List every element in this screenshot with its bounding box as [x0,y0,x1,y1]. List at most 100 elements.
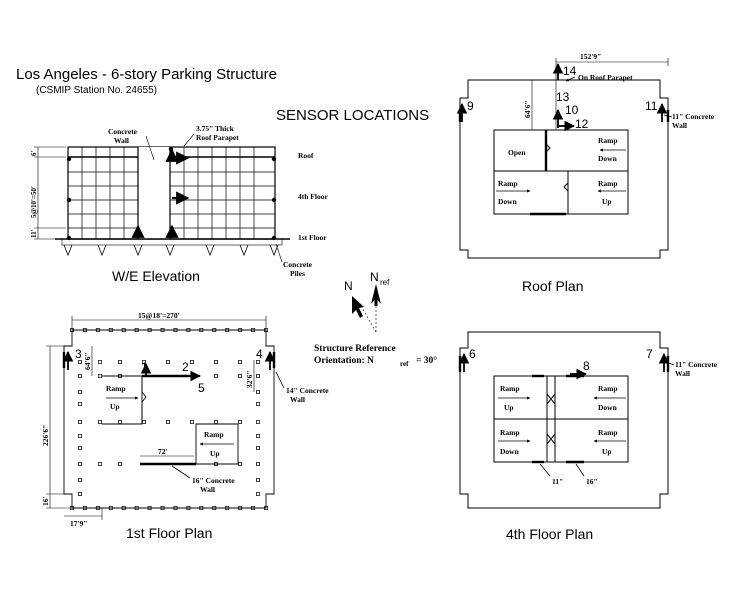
orientation-sub: ref [400,360,409,368]
column-marker [214,462,218,466]
fourth-dim-11: 11" [552,477,563,486]
roof-dim-width: 152'9" [580,52,601,61]
roof-box-open: Open [508,148,526,157]
roof-plan-outline [459,58,669,259]
first-sensor-5: 5 [198,381,205,395]
roof-box-ramp-1: Ramp [598,136,618,145]
elevation-dim-bottom: 11' [30,229,38,238]
fourth-box-down-3: Down [500,447,520,456]
column-marker [78,478,82,482]
column-marker [70,506,74,510]
column-marker [214,420,218,424]
first-floor-sensor-numbers: 3 4 1 2 5 [75,347,263,395]
first-wall16-1: 16" Concrete [192,476,235,485]
orientation-line-1: Structure Reference [314,344,396,354]
column-marker [238,328,243,332]
elevation-leaders [34,133,283,263]
elevation-sensor-arrows [131,148,190,238]
first-ramp-2: Ramp [204,430,224,439]
column-marker [238,360,242,364]
fourth-wall-note-1: 11" Concrete [675,360,718,369]
page-title: Los Angeles - 6-story Parking Structure [16,66,277,83]
column-marker [264,328,268,332]
orientation-value: = 30° [416,355,437,366]
elevation-level-1st: 1st Floor [298,233,327,242]
roof-box-ramp-3: Ramp [598,179,618,188]
roof-box-down-2: Down [498,197,518,206]
column-marker [173,328,178,332]
fourth-box-up-1: Up [504,403,514,412]
column-marker [98,462,102,466]
nref-label: N [370,270,379,284]
first-wall16-2: Wall [200,485,215,494]
elevation-caption: W/E Elevation [112,268,200,284]
first-dim-326: 32'6" [245,371,254,389]
fourth-floor-caption: 4th Floor Plan [506,526,593,542]
fourth-floor-labels: 11" Concrete Wall Ramp Up Ramp Down Ramp… [500,360,718,486]
first-sensor-3: 3 [75,347,82,361]
north-arrow-group [352,284,381,333]
fourth-sensor-8: 8 [583,359,590,373]
column-marker [256,492,260,496]
column-marker [186,506,191,510]
column-marker [238,420,242,424]
column-marker [190,420,194,424]
column-marker [256,462,260,466]
column-marker [147,506,152,510]
elevation-level-4th: 4th Floor [298,192,328,201]
column-marker [251,328,256,332]
first-floor-caption: 1st Floor Plan [126,525,212,541]
column-marker [214,374,218,378]
first-dim-72: 72' [158,447,168,456]
fourth-box-up-4: Up [602,447,612,456]
first-floor-columns [70,328,268,510]
first-sensor-1: 1 [141,360,148,374]
column-marker [78,374,82,378]
roof-parapet-note: On Roof Parapet [578,73,633,82]
fourth-floor-ramp-arrows [498,361,675,477]
fourth-dim-16: 16" [586,477,598,486]
orientation-line-2: Orientation: N [314,356,374,366]
column-marker [95,506,100,510]
fourth-box-ramp-1: Ramp [500,384,520,393]
column-marker [199,328,204,332]
column-marker [256,420,260,424]
column-marker [160,328,165,332]
column-marker [98,374,102,378]
column-marker [212,328,217,332]
roof-wall-note-2: Wall [672,121,687,130]
elevation-level-roof: Roof [298,151,314,160]
column-marker [256,402,260,406]
first-up-1: Up [110,402,120,411]
column-marker [78,402,82,406]
elevation-dim-height: 5@10'=50' [30,186,38,218]
roof-sensor-9: 9 [467,99,474,113]
column-marker [264,506,268,510]
column-marker [78,390,82,394]
column-marker [98,420,102,424]
sensor-locations-heading: SENSOR LOCATIONS [276,107,429,124]
column-marker [118,374,122,378]
roof-sensor-12: 12 [575,117,589,131]
column-marker [166,420,170,424]
column-marker [256,478,260,482]
column-marker [199,506,204,510]
column-marker [256,360,260,364]
elevation-piles-label-2: Piles [290,269,305,278]
roof-box-ramp-2: Ramp [498,179,518,188]
first-dim-width: 15@18'=270' [138,311,180,320]
column-marker [166,360,170,364]
column-marker [78,446,82,450]
fourth-box-ramp-2: Ramp [598,384,618,393]
roof-plan-caption: Roof Plan [522,278,583,294]
roof-plan-sensor-arrows [456,62,668,132]
column-marker [78,360,82,364]
column-marker [118,360,122,364]
column-marker [121,506,126,510]
column-marker [108,506,113,510]
fourth-floor-walls [458,356,670,464]
elevation-view [55,146,290,257]
elevation-parapet-label-2: Roof Parapet [196,133,239,142]
first-ramp-1: Ramp [106,384,126,393]
